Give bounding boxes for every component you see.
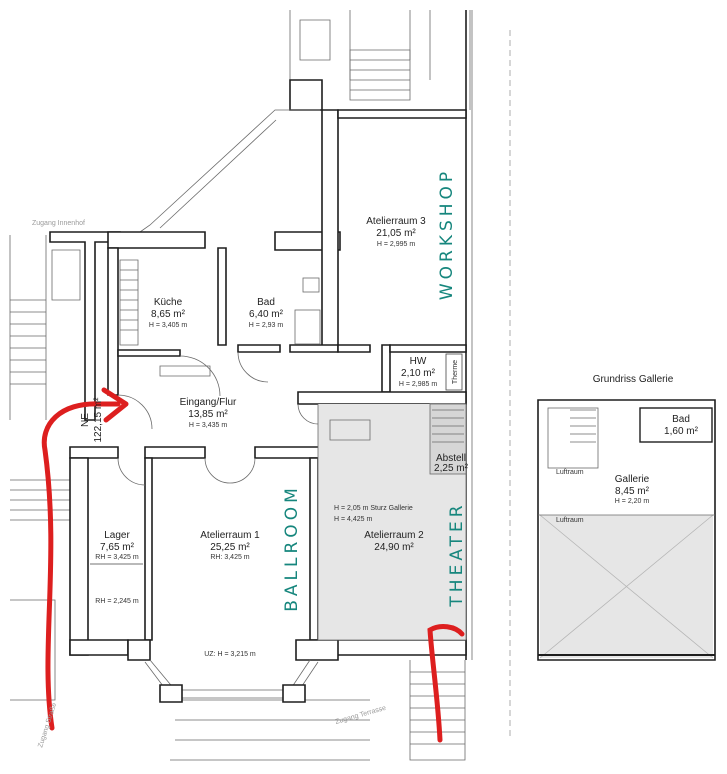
- gallery-title: Grundriss Gallerie: [593, 374, 674, 385]
- room-abstell: Abstell 2,25 m²: [434, 453, 469, 474]
- arrow-street-entrance-head: [101, 387, 129, 423]
- gallery-height: H = 2,20 m: [615, 498, 650, 505]
- gallery-luftraum-1: Luftraum: [556, 469, 584, 476]
- gallery-plan: [537, 399, 716, 661]
- atelier2-name: Atelierraum 2: [364, 530, 424, 541]
- atelier3-height: H = 2,995 m: [377, 241, 415, 248]
- gallery-bad-name: Bad: [672, 414, 690, 425]
- gallery-bad-area: 1,60 m²: [664, 426, 699, 437]
- building-outline: [9, 10, 511, 761]
- bad-name: Bad: [257, 297, 275, 308]
- hw-area: 2,10 m²: [401, 368, 436, 379]
- workshop-label: WORKSHOP: [437, 168, 457, 300]
- kueche-name: Küche: [154, 297, 183, 308]
- atelier3-area: 21,05 m²: [376, 228, 416, 239]
- abstell-name: Abstell: [436, 453, 466, 464]
- lager-name: Lager: [104, 530, 130, 541]
- gallery-area: 8,45 m²: [615, 486, 650, 497]
- ne-name: NE: [80, 413, 91, 427]
- fixtures: [117, 259, 371, 486]
- atelier2-note1: H = 2,05 m Sturz Gallerie: [334, 505, 413, 512]
- bad-area: 6,40 m²: [249, 309, 284, 320]
- atelier1-uz: UZ: H = 3,215 m: [204, 651, 256, 658]
- lager-rh1: RH = 3,425 m: [95, 554, 139, 561]
- kueche-height: H = 3,405 m: [149, 322, 187, 329]
- ne-label: NE 122,15 m²: [80, 397, 104, 443]
- room-bad: Bad 6,40 m² H = 2,93 m: [249, 297, 284, 329]
- atelier2-area: 24,90 m²: [374, 542, 414, 553]
- gallery-name: Gallerie: [615, 474, 650, 485]
- atelier2-note2: H = 4,425 m: [334, 516, 372, 523]
- room-atelier2: H = 2,05 m Sturz Gallerie H = 4,425 m At…: [334, 505, 424, 553]
- eingang-name: Eingang/Flur: [180, 397, 237, 408]
- room-lager: Lager 7,65 m² RH = 3,425 m RH = 2,245 m: [90, 530, 143, 605]
- atelier1-area: 25,25 m²: [210, 542, 250, 553]
- terrace-stairs: [170, 660, 466, 761]
- hw-therme: Therme: [452, 360, 459, 384]
- bad-height: H = 2,93 m: [249, 322, 284, 329]
- abstell-area: 2,25 m²: [434, 463, 469, 474]
- entrance-arrows: [41, 387, 465, 743]
- atelier1-rh: RH: 3,425 m: [210, 554, 249, 561]
- room-kueche: Küche 8,65 m² H = 3,405 m: [149, 297, 187, 329]
- ballroom-label: BALLROOM: [282, 484, 302, 611]
- theater-label: THEATER: [447, 501, 467, 607]
- kueche-area: 8,65 m²: [151, 309, 186, 320]
- lager-rh2: RH = 2,245 m: [95, 598, 139, 605]
- lager-area: 7,65 m²: [100, 542, 135, 553]
- zugang-innenhof-label: Zugang Innenhof: [32, 220, 85, 227]
- hw-name: HW: [410, 356, 427, 367]
- room-eingang: Eingang/Flur 13,85 m² H = 3,435 m: [180, 397, 237, 429]
- atelier3-name: Atelierraum 3: [366, 216, 426, 227]
- room-hw: HW 2,10 m² H = 2,985 m Therme: [399, 353, 463, 391]
- arrow-street-entrance: [41, 401, 121, 731]
- room-atelier3: Atelierraum 3 21,05 m² H = 2,995 m: [366, 216, 426, 248]
- arrow-terrace-entrance: [427, 624, 465, 743]
- room-atelier1: Atelierraum 1 25,25 m² RH: 3,425 m UZ: H…: [200, 530, 260, 658]
- abstell-floor: [429, 403, 467, 475]
- hw-height: H = 2,985 m: [399, 381, 437, 388]
- eingang-height: H = 3,435 m: [189, 422, 227, 429]
- gallery-luftraum-2: Luftraum: [556, 517, 584, 524]
- atelier1-name: Atelierraum 1: [200, 530, 260, 541]
- ne-area: 122,15 m²: [93, 397, 104, 443]
- zugang-terrasse-label: Zugang Terrasse: [335, 705, 387, 726]
- eingang-area: 13,85 m²: [188, 409, 228, 420]
